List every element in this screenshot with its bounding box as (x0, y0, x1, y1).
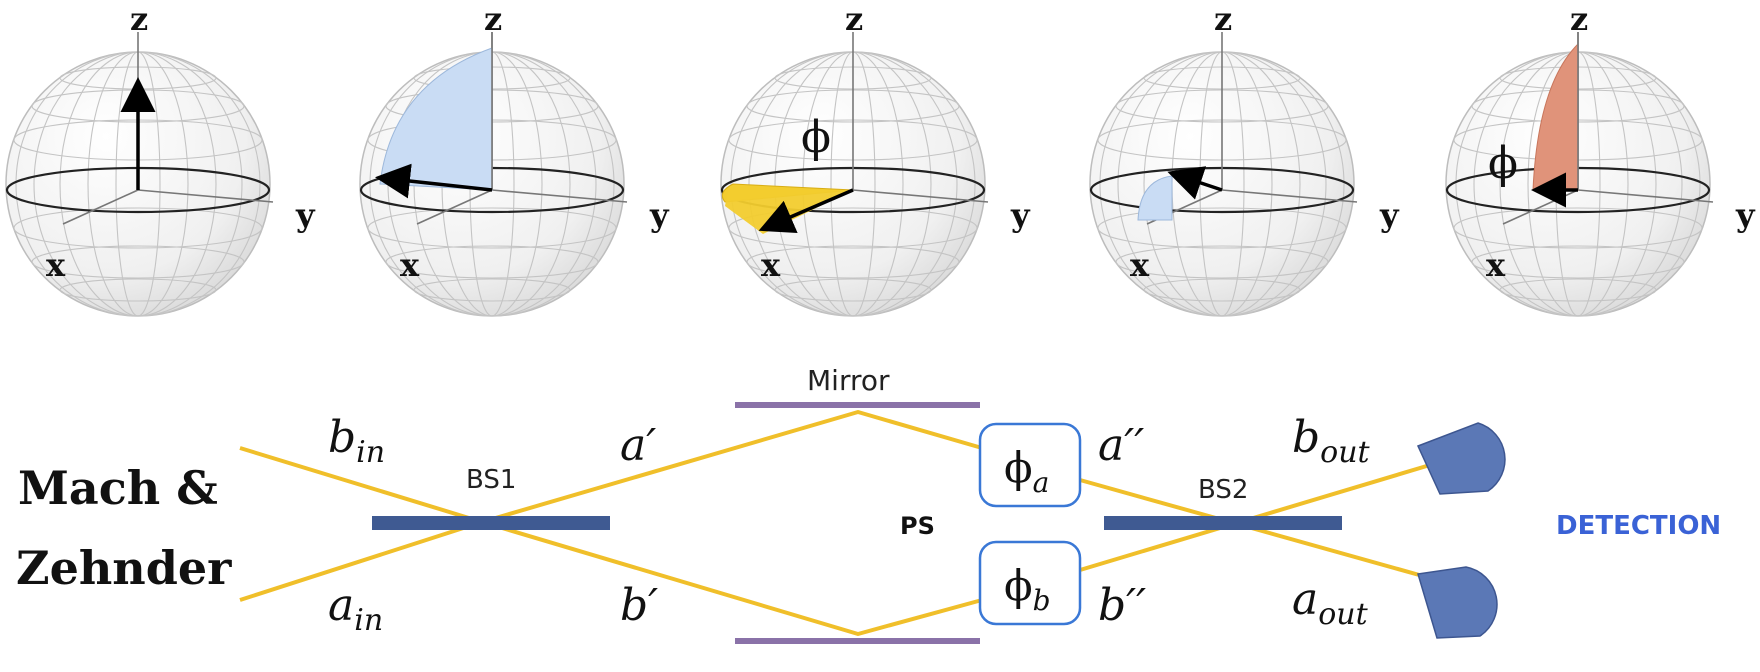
detection-label: DETECTION (1556, 511, 1721, 541)
mode-b-out: bout (1292, 412, 1371, 470)
x-axis-label: x (1130, 246, 1150, 284)
phase-shifter-a (978, 422, 1082, 508)
bs2-label: BS2 (1198, 475, 1248, 505)
y-axis-label: y (1735, 196, 1756, 234)
title-line-1: Mach & (18, 461, 218, 515)
rotation-wedge-blue (1137, 175, 1173, 221)
z-axis-label: z (1214, 0, 1232, 38)
z-axis-label: z (845, 0, 863, 38)
x-axis-label: x (46, 246, 66, 284)
z-axis-label: z (484, 0, 502, 38)
beam-splitter-1 (372, 516, 610, 530)
bloch-sphere-4: z y x (1088, 0, 1400, 318)
phase-a-label: ϕa (1004, 443, 1049, 499)
mach-zehnder-diagram: Mirror BS1 BS2 PS DETECTION Mach & Zehnd… (16, 364, 1721, 644)
mirror-bottom (735, 638, 980, 644)
x-axis-label: x (400, 246, 420, 284)
bloch-sphere-3: ϕ z y x (719, 0, 1031, 318)
mode-a-out: aout (1292, 574, 1369, 632)
y-axis-label: y (295, 196, 316, 234)
y-axis-label: y (649, 196, 670, 234)
y-axis-label: y (1379, 196, 1400, 234)
phase-shifter-b (978, 540, 1082, 626)
bloch-sphere-1: z y x (4, 0, 316, 318)
mode-a-out-base: a (1292, 574, 1318, 625)
phase-a-subscript: a (1033, 466, 1050, 499)
beam-path-b-in-to-a-prime (239, 410, 983, 524)
phase-b-symbol: ϕ (1004, 561, 1033, 610)
detector-b-out (1416, 422, 1506, 495)
mode-b-in-base: b (328, 412, 356, 463)
z-axis-label: z (1570, 0, 1588, 38)
mirror-top (735, 402, 980, 408)
mode-b-out-sub: out (1320, 435, 1370, 470)
x-axis-label: x (761, 246, 781, 284)
state-vector-arrow (375, 163, 493, 199)
mode-a-in: ain (328, 580, 383, 638)
ps-label: PS (900, 512, 935, 540)
mirror-label: Mirror (807, 364, 890, 397)
mode-b-in-sub: in (356, 435, 385, 470)
z-axis-label: z (130, 0, 148, 38)
beam-splitter-2 (1104, 516, 1342, 530)
mode-a-out-sub: out (1318, 597, 1368, 632)
phase-b-label: ϕb (1004, 561, 1051, 617)
mode-b-out-base: b (1292, 412, 1320, 463)
phase-a-symbol: ϕ (1004, 443, 1033, 492)
phase-symbol: ϕ (801, 112, 831, 163)
bloch-sphere-2: z y x (358, 0, 670, 318)
state-vector-arrow (758, 188, 854, 233)
bs1-label: BS1 (466, 465, 516, 495)
x-axis-label: x (1486, 246, 1506, 284)
phase-symbol: ϕ (1488, 138, 1518, 189)
mode-a-dprime: a′′ (1098, 420, 1144, 471)
mode-a-in-sub: in (354, 603, 383, 638)
mode-a-prime: a′ (620, 420, 656, 471)
y-axis-label: y (1010, 196, 1031, 234)
mode-b-prime: b′ (620, 580, 658, 631)
mode-b-dprime: b′′ (1098, 580, 1146, 631)
mode-a-in-base: a (328, 580, 354, 631)
detector-a-out (1417, 566, 1498, 639)
bloch-sphere-5: ϕ z y x (1444, 0, 1756, 318)
state-vector-arrow (1167, 166, 1223, 200)
mode-b-in: bin (328, 412, 385, 470)
phase-b-subscript: b (1033, 584, 1051, 617)
beam-path-a-in-to-b-prime (239, 520, 983, 636)
title-line-2: Zehnder (16, 541, 232, 595)
